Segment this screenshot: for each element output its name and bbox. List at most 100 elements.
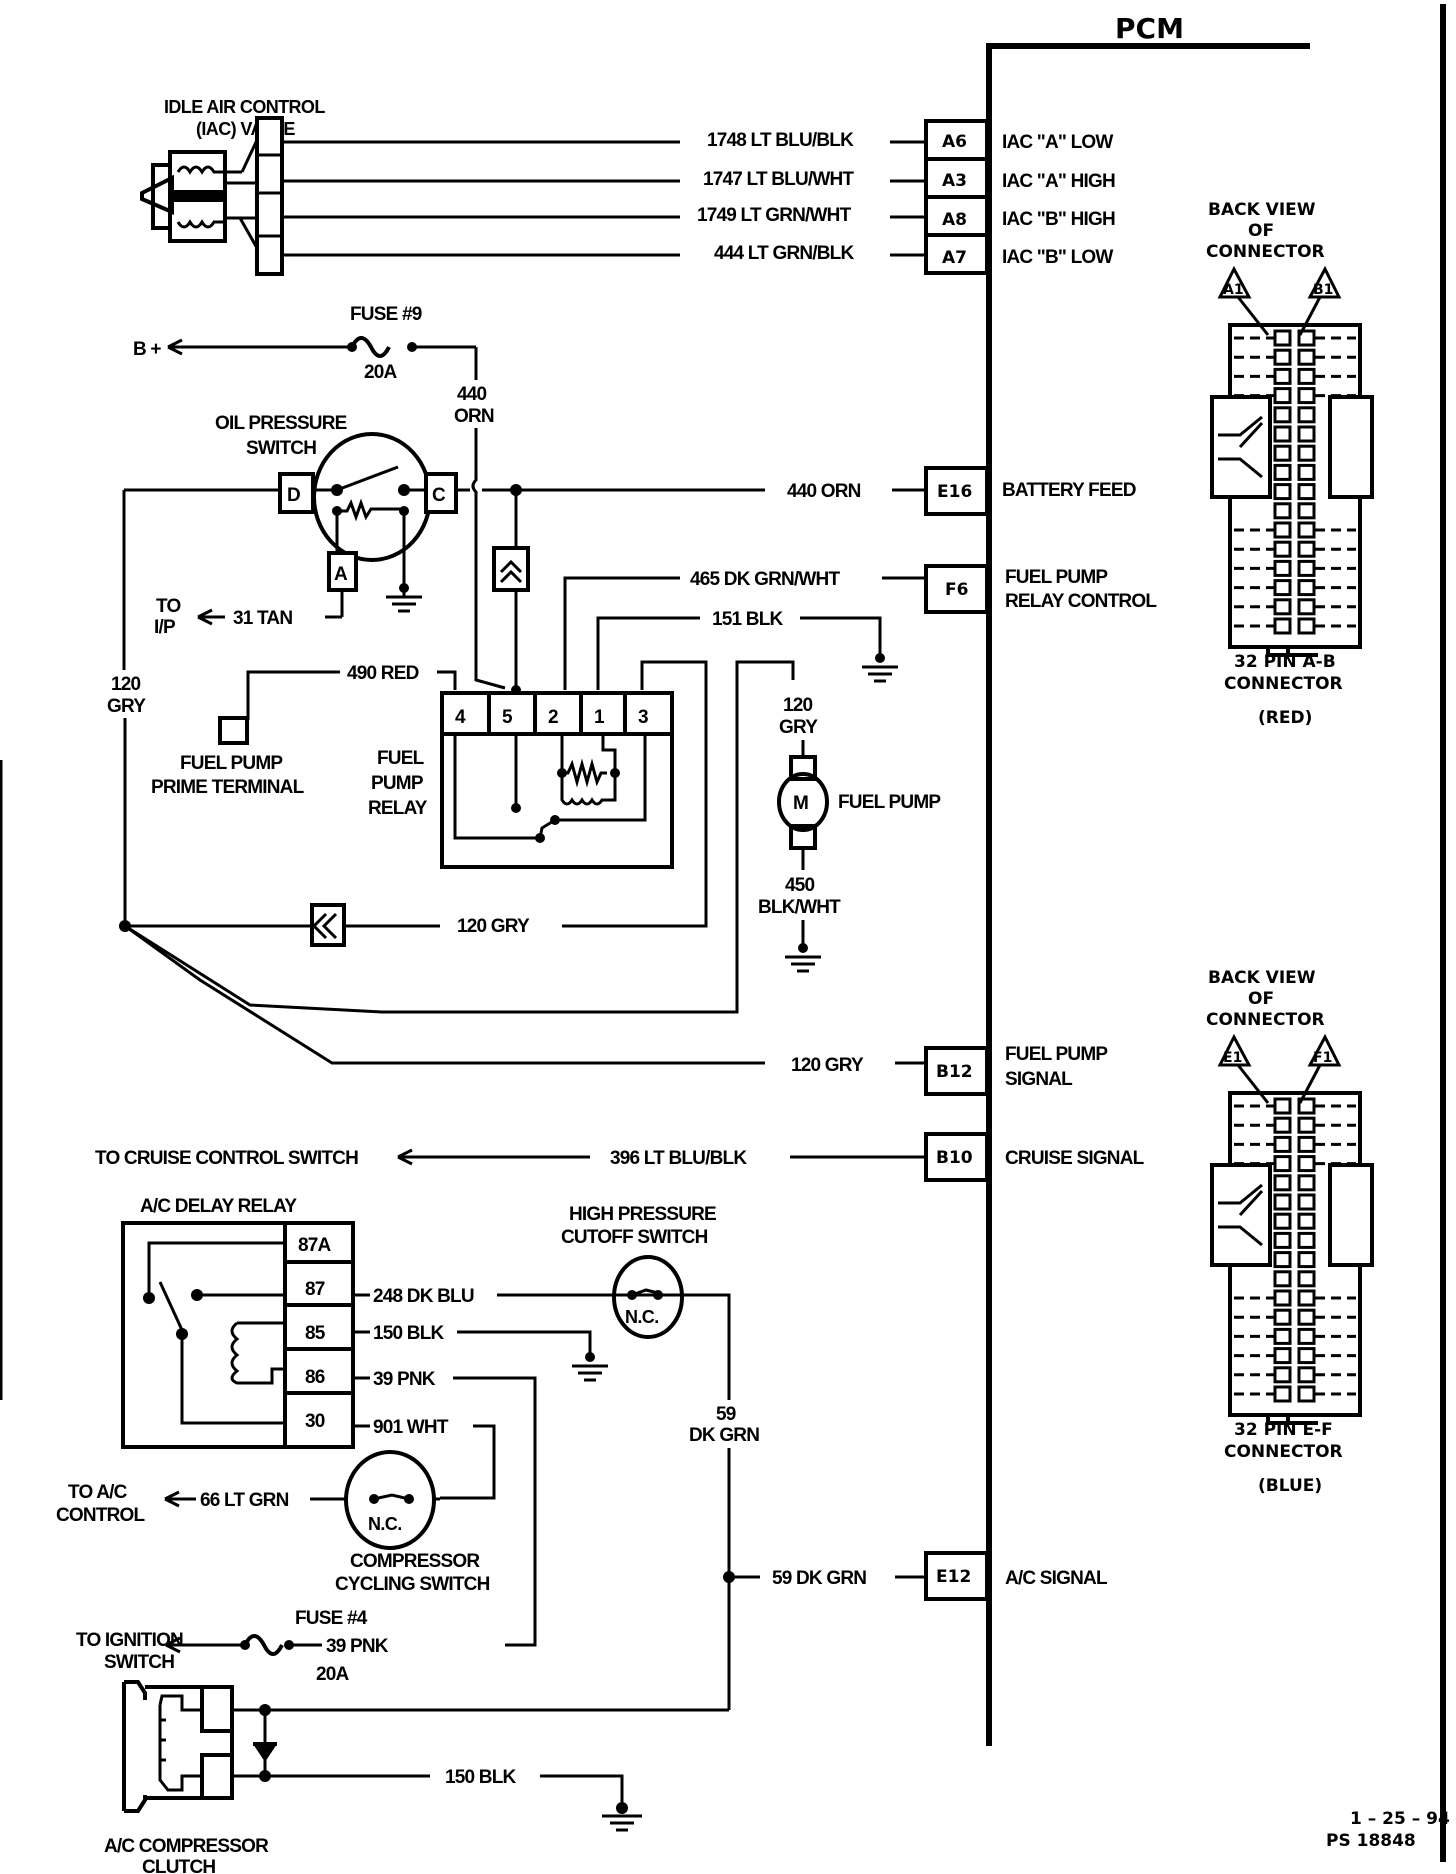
pin-b10: B10 CRUISE SIGNAL [924,1132,1145,1182]
fuse-4-rating: 20A [316,1664,350,1685]
resistor-icon [337,498,404,522]
switch-housing [312,432,432,562]
pin-id: A8 [942,210,967,230]
motor-icon [777,772,829,832]
cc-switch-label-line2: CYCLING SWITCH [335,1574,490,1595]
pin-left-label: E1 [1223,1050,1242,1066]
arrow-left-icon [164,1490,196,1508]
pin-cavity [1273,1327,1292,1345]
pin-cavity [1297,1135,1316,1153]
pin-cavity [1297,425,1316,443]
pin-function: IAC "B" LOW [1002,247,1113,268]
wire-label: 59 DK GRN [772,1568,866,1589]
wire-label: 444 LT GRN/BLK [714,243,854,264]
clutch-housing-icon [122,1680,147,1813]
ac-compressor-clutch: 150 BLK A/C COMPRESSOR CLUTCH [104,1665,731,1874]
relay-label-line2: PUMP [371,773,424,794]
to-ac-control-line2: CONTROL [56,1505,146,1526]
fuse-9-rating: 20A [364,362,398,383]
wire-color: ORN [454,406,494,427]
pin-function: IAC "B" HIGH [1002,209,1115,230]
connector-key [1266,647,1318,657]
wire-120-gry-trunk: 120 GRY 120 GRY 120 GRY [107,488,926,1076]
pin-cavity [1297,348,1316,366]
pin-cavity [1297,1327,1316,1345]
connector-caption3: (BLUE) [1258,1476,1322,1496]
wire-num: 440 [457,384,487,405]
terminal-c: C [432,485,446,506]
ac-relay-wires: 248 DK BLU 150 BLK 39 PNK 901 WHT [353,1286,726,1647]
pcm-module: PCM [986,12,1310,1746]
pin-cavity [1297,1308,1316,1326]
footer-ref: PS 18848 [1326,1831,1416,1851]
pin-cavity [1273,463,1292,481]
relay-pin-30: 30 [305,1411,325,1432]
pcm-title: PCM [1115,12,1184,45]
pin-cavity [1297,1366,1316,1384]
hp-switch-label-line1: HIGH PRESSURE [569,1204,716,1225]
pin-cavity [1273,387,1292,405]
pin-cavity [1297,1385,1316,1403]
pin-cavity [1273,1347,1292,1365]
pin-cavity [1297,1097,1316,1115]
prime-label-line1: FUEL PUMP [180,753,283,774]
connector-caption1: 32 PIN E-F [1234,1420,1333,1440]
connector-caption1: 32 PIN A-B [1234,652,1336,672]
pin-cavity [1297,540,1316,558]
pin-marker-right-icon [1307,1033,1342,1067]
ground-icon [386,588,422,613]
pin-cavity [1273,1385,1292,1403]
footer: 1 – 25 – 94 PS 18848 [1326,1809,1450,1851]
wire-label: 440 ORN [787,481,861,502]
pin-a6: A6 IAC "A" LOW [924,119,1114,161]
pin-cavity [1273,1097,1292,1115]
iac-pintle-icon [140,174,174,216]
coil-icon [560,773,617,806]
pin-box [924,564,989,614]
pin-cavity [1273,1270,1292,1288]
pin-cavity [1297,1212,1316,1230]
pin-cavity [1273,559,1292,577]
fuse-9-name: FUSE #9 [350,304,422,325]
pin-cavity [1297,598,1316,616]
pin-cavity [1297,367,1316,385]
pin-id: E12 [936,1567,971,1587]
clutch-label-line2: CLUTCH [142,1857,215,1874]
relay-pin-87a: 87A [298,1235,332,1256]
relay-pin-5: 5 [502,707,513,728]
pin-cavity [1297,1251,1316,1269]
iac-valve-label-line1: IDLE AIR CONTROL [164,97,325,117]
pin-cavity [1297,444,1316,462]
pin-cavity [1297,521,1316,539]
wire-num: 450 [785,875,815,896]
terminal-d: D [287,485,300,506]
pin-cavity [1273,598,1292,616]
wire-151-blk: 151 BLK [596,609,898,690]
pin-cavity [1273,483,1292,501]
pin-cavity [1273,1212,1292,1230]
switch-contact-icon [336,465,399,492]
wire-color: BLK/WHT [758,897,841,918]
pin-a3: A3 IAC "A" HIGH [924,157,1116,199]
fuel-pump-label: FUEL PUMP [838,792,941,813]
cruise-signal-wire: TO CRUISE CONTROL SWITCH 396 LT BLU/BLK [95,1148,926,1169]
pin-function-line1: FUEL PUMP [1005,1044,1108,1065]
pin-function: IAC "A" LOW [1002,132,1113,153]
wire-num: 120 [783,695,813,716]
clutch-label-line1: A/C COMPRESSOR [104,1836,269,1857]
pin-f6: F6 FUEL PUMP RELAY CONTROL [924,564,1158,614]
coil-icon [160,1718,166,1762]
pin-a8: A8 IAC "B" HIGH [924,195,1116,237]
pin-cavity [1297,559,1316,577]
pin-cavity [1273,367,1292,385]
fuel-pump-prime-terminal: 490 RED FUEL PUMP PRIME TERMINAL [151,663,457,798]
wire-440-orn: 440 ORN [456,481,926,695]
pin-cavity [1297,406,1316,424]
pin-cavity [1297,502,1316,520]
fuse-9: FUSE #9 B + 20A 440 ORN [133,304,506,690]
pin-right-label: F1 [1313,1050,1332,1066]
connector-header-line1: BACK VIEW [1208,968,1316,988]
pin-cavity [1297,617,1316,635]
prime-terminal-icon [218,716,249,745]
